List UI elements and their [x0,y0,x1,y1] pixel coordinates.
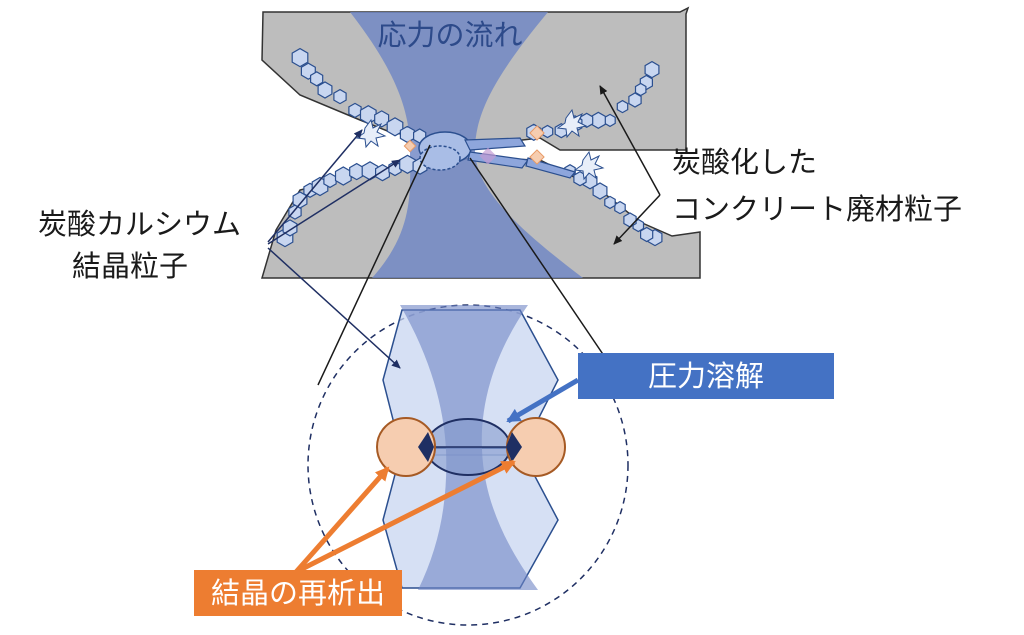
crystal-hexagon [348,102,362,119]
crystal-hexagon [541,124,554,139]
crystal-hexagon [291,47,309,68]
crystal-hexagon [634,82,647,97]
crystal-hexagon [323,172,337,189]
stress-flow-label: 応力の流れ [377,18,523,52]
crystal-hexagon [604,113,616,128]
crystal-hexagon [628,92,642,108]
concrete-particle-label-line1: 炭酸化した [672,145,818,179]
crystal-hexagon [288,204,302,220]
crystal-hexagon [644,60,660,79]
crystal-hexagon [359,105,377,125]
crystal-hexagon [614,200,626,215]
calcium-carbonate-label-line1: 炭酸カルシウム [38,207,242,241]
crystal-hexagon [604,195,616,210]
crystal-hexagon [590,111,606,129]
pressure-solution-label: 圧力溶解 [647,359,764,393]
concrete-panel [261,6,701,279]
magnified-view [307,304,629,626]
crystal-hexagon [310,71,324,87]
contact-crystals [355,108,605,181]
crystal-hexagon [349,162,365,181]
left-recrystallization-zone [376,417,436,477]
crystal-hexagon [375,164,390,182]
crystal-hexagon [623,212,637,228]
calcium-carbonate-label-line2: 結晶粒子 [72,249,189,283]
crystal-hexagon [317,81,333,99]
crystal-hexagon [334,166,352,186]
crystal-hexagon [399,125,415,144]
crystal-hexagon [639,226,654,243]
crystal-hexagon [616,99,629,114]
crystal-hexagon [333,88,347,105]
concrete-particle-label-line2: コンクリート廃材粒子 [672,192,963,226]
connector-lines [267,85,661,575]
pressure-solution-box [578,353,834,399]
right-recrystallization-zone [506,417,566,477]
recrystallization-box [194,570,402,616]
recrystallization-label: 結晶の再析出 [210,576,385,610]
crystal-hexagon [386,117,404,137]
crystal-hexagon [374,110,390,128]
